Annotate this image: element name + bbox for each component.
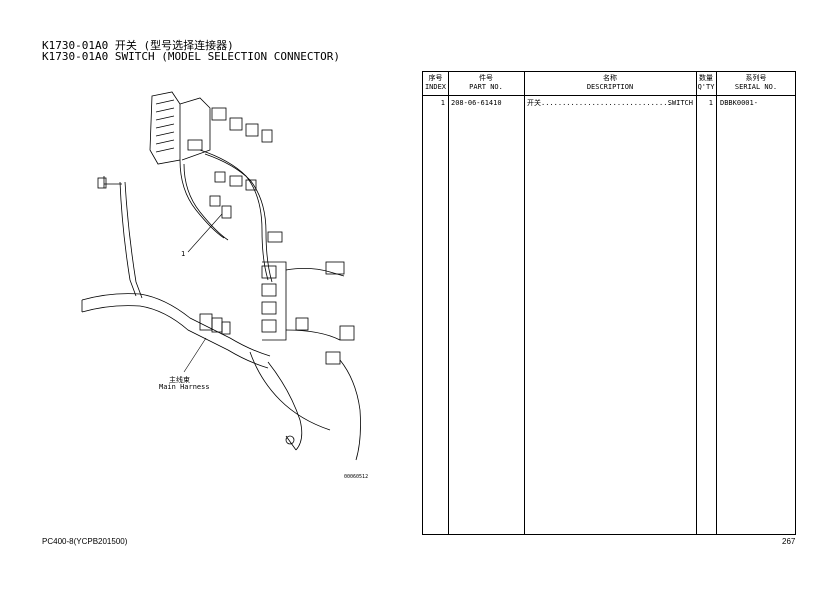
- model-footer: PC400-8(YCPB201500): [42, 537, 128, 546]
- row-part-no: 208-06-61410: [451, 99, 502, 107]
- page-title-en: K1730-01A0 SWITCH (MODEL SELECTION CONNE…: [42, 50, 341, 63]
- row-index: 1: [440, 99, 445, 107]
- page-title-cn: K1730-01A0 开关 (型号选择连接器): [42, 39, 234, 52]
- figure-code: 00060512: [344, 474, 369, 480]
- row-qty: 1: [708, 99, 713, 107]
- row-description: 开关...............................SWITCH: [527, 99, 693, 107]
- model-selection-connector: [221, 205, 232, 219]
- page-number: 267: [782, 537, 796, 546]
- main-harness-label-en: Main Harness: [159, 383, 210, 391]
- harness-diagram: [81, 91, 361, 461]
- row-serial-no: DBBK0001-: [720, 99, 758, 107]
- callout-1: 1: [181, 250, 186, 258]
- main-harness-label-cn: 主线束: [169, 376, 190, 384]
